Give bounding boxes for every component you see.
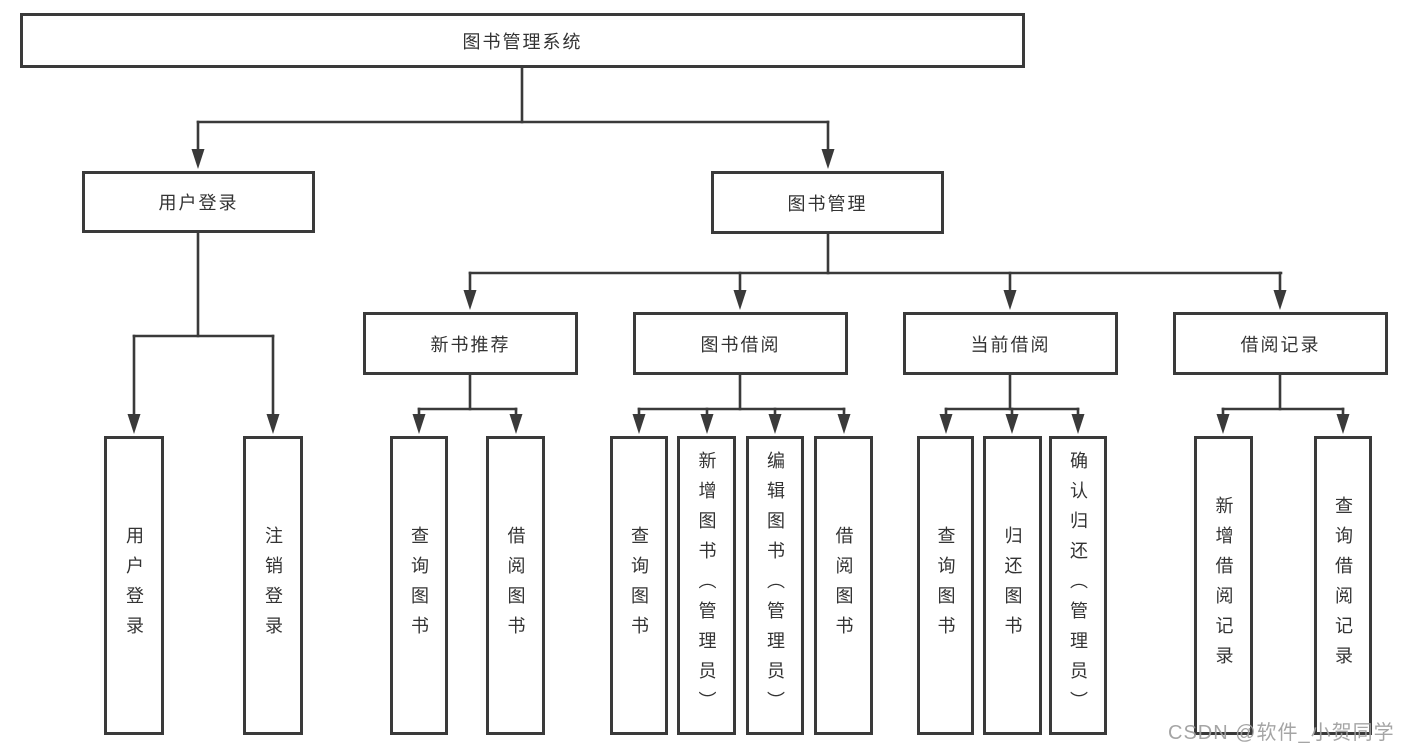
node-book-borrow: 图书借阅 [633, 312, 848, 375]
node-leaf-query-book-2: 查询图书 [610, 436, 668, 735]
arrowhead [1005, 414, 1019, 434]
node-label: 查询借阅记录 [1333, 495, 1353, 676]
node-leaf-edit-book-admin: 编辑图书（管理员） [746, 436, 804, 735]
node-leaf-add-book-admin: 新增图书（管理员） [677, 436, 736, 735]
node-new-book-recommend: 新书推荐 [363, 312, 578, 375]
arrowhead [700, 414, 714, 434]
arrowhead [1003, 290, 1017, 310]
node-label: 确认归还（管理员） [1068, 450, 1088, 721]
node-label: 借阅图书 [833, 525, 854, 646]
arrowhead [632, 414, 646, 434]
arrowhead [1216, 414, 1230, 434]
csdn-watermark: CSDN @软件_小贺同学 [1168, 722, 1395, 744]
node-label: 借阅图书 [505, 525, 526, 646]
node-book-management: 图书管理 [711, 171, 944, 234]
arrowhead [191, 149, 205, 169]
arrowhead [733, 290, 747, 310]
node-leaf-query-borrow-record: 查询借阅记录 [1314, 436, 1372, 735]
node-label: 用户登录 [158, 193, 239, 213]
arrowhead [939, 414, 953, 434]
node-label: 编辑图书（管理员） [765, 450, 785, 721]
arrowhead [463, 290, 477, 310]
node-label: 图书管理系统 [462, 31, 583, 52]
node-label: 新书推荐 [430, 334, 511, 355]
node-borrow-record: 借阅记录 [1173, 312, 1388, 375]
arrowhead [412, 414, 426, 434]
arrowhead [1273, 290, 1287, 310]
node-leaf-add-borrow-record: 新增借阅记录 [1194, 436, 1253, 735]
node-leaf-user-login: 用户登录 [104, 436, 164, 735]
node-leaf-logout: 注销登录 [243, 436, 303, 735]
arrowhead [1336, 414, 1350, 434]
node-label: 新增图书（管理员） [696, 450, 717, 721]
node-label: 用户登录 [124, 525, 144, 646]
node-label: 图书借阅 [700, 334, 781, 355]
node-label: 当前借阅 [970, 334, 1051, 355]
arrowhead [509, 414, 523, 434]
node-label: 查询图书 [935, 525, 956, 646]
arrowhead [821, 149, 835, 169]
node-leaf-borrow-book-1: 借阅图书 [486, 436, 545, 735]
node-leaf-borrow-book-2: 借阅图书 [814, 436, 873, 735]
arrowhead [1071, 414, 1085, 434]
node-leaf-query-book-3: 查询图书 [917, 436, 974, 735]
node-label: 图书管理 [787, 193, 868, 214]
node-user-login: 用户登录 [82, 171, 315, 233]
node-label: 查询图书 [629, 525, 649, 646]
arrowhead [266, 414, 280, 434]
node-current-borrow: 当前借阅 [903, 312, 1118, 375]
node-root: 图书管理系统 [20, 13, 1025, 68]
node-label: 新增借阅记录 [1213, 495, 1234, 676]
arrowhead [768, 414, 782, 434]
node-label: 归还图书 [1002, 525, 1023, 646]
arrowhead [127, 414, 141, 434]
node-label: 借阅记录 [1240, 334, 1321, 355]
node-leaf-return-book: 归还图书 [983, 436, 1042, 735]
node-leaf-confirm-return-admin: 确认归还（管理员） [1049, 436, 1107, 735]
node-leaf-query-book-1: 查询图书 [390, 436, 448, 735]
node-label: 注销登录 [263, 525, 283, 646]
arrowhead [837, 414, 851, 434]
node-label: 查询图书 [409, 525, 429, 646]
